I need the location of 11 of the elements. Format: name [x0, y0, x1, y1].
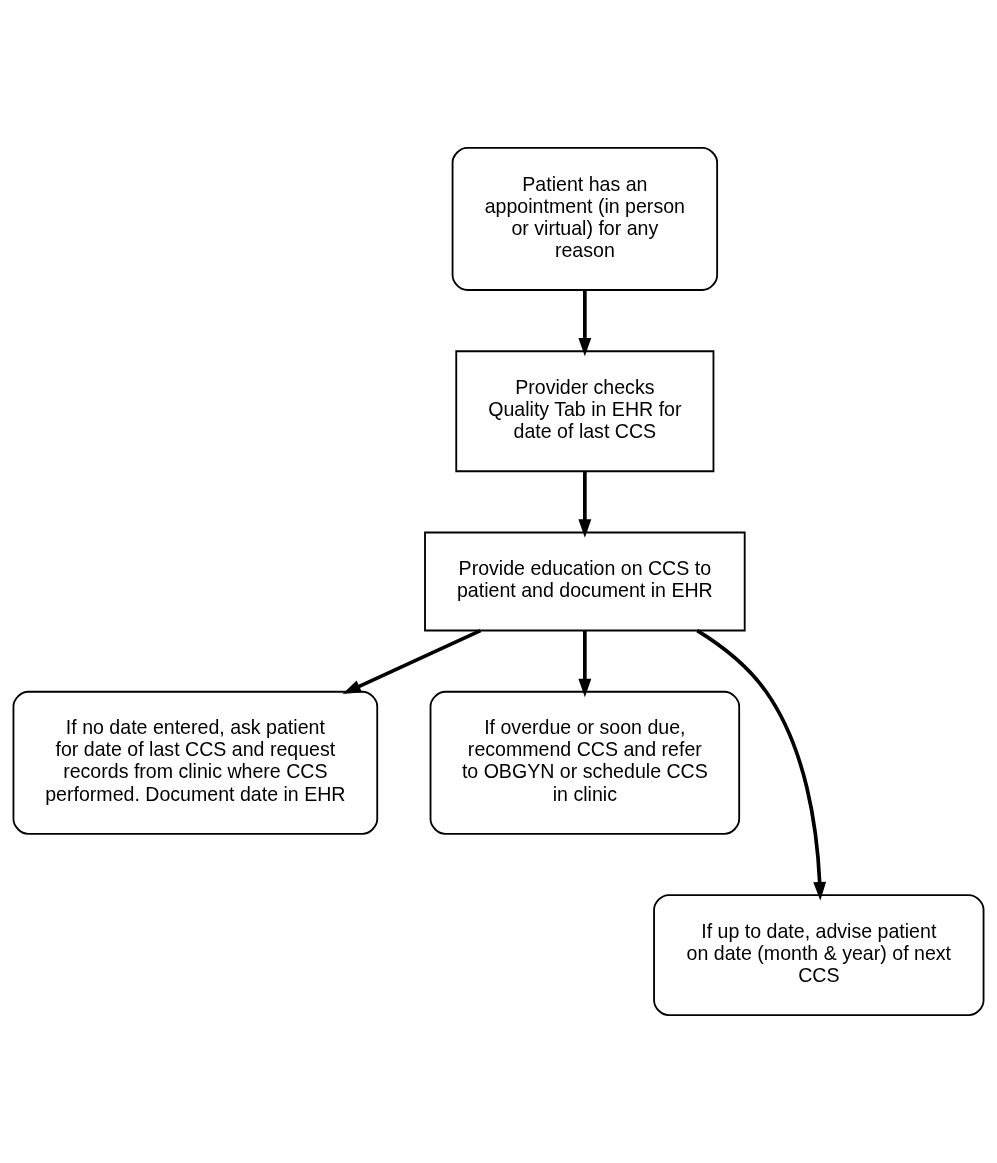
node-box: Provider checks Quality Tab in EHR for date of last CCS [455, 350, 715, 473]
arrow [696, 629, 827, 901]
arrow [578, 471, 592, 538]
node-box: If no date entered, ask patient for date of last CCS and request records from clinic where CCS performed. Document date in EHR [12, 690, 379, 835]
node-box: Patient has an appointment (in person or virtual) for any reason [451, 147, 719, 291]
node-box: If up to date, advise patient on date (month & year) of next CCS [653, 894, 985, 1016]
node-box: If overdue or soon due, recommend CCS and refer to OBGYN or schedule CCS in clinic [429, 690, 741, 835]
arrow [578, 630, 592, 698]
node-box: Provide education on CCS to patient and document in EHR [424, 531, 746, 632]
arrow [342, 629, 482, 694]
arrow [578, 290, 592, 357]
